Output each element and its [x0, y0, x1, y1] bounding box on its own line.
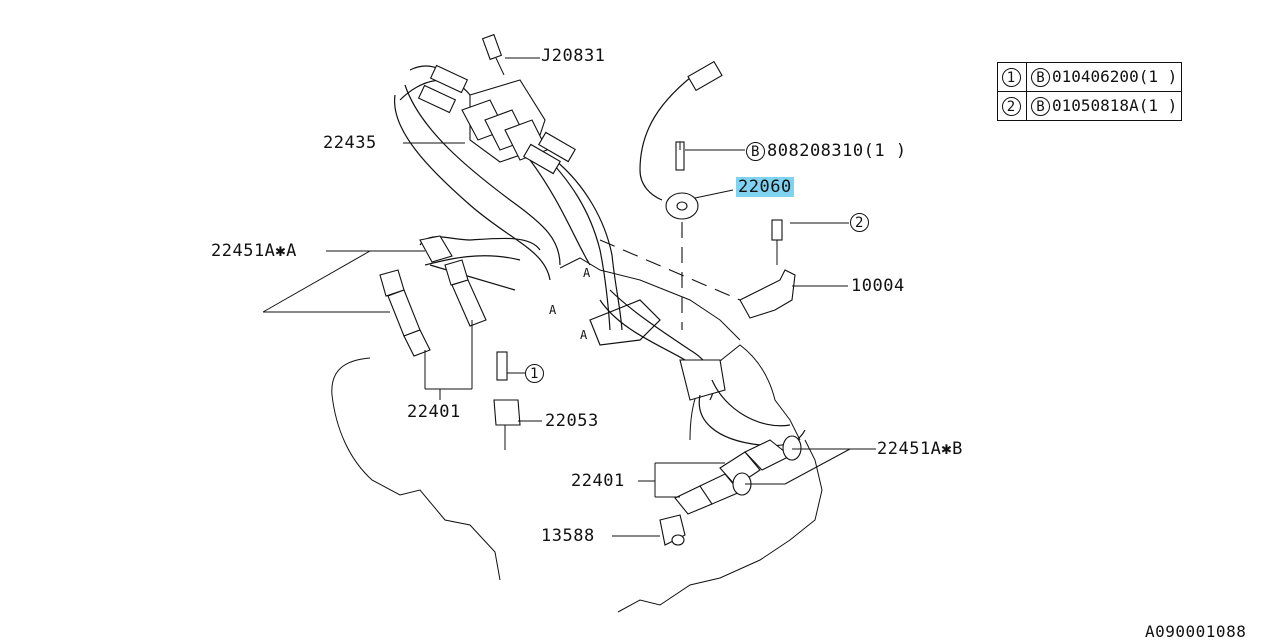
- label-22060[interactable]: 22060: [736, 177, 794, 197]
- left-harness: [419, 235, 541, 291]
- legend-code-1: 010406200(1 ): [1052, 67, 1178, 86]
- label-10004[interactable]: 10004: [851, 276, 905, 296]
- label-22451a-a[interactable]: 22451A✱A: [211, 241, 297, 261]
- leader-lines: [262, 57, 876, 537]
- ignition-coil-assembly: [394, 33, 623, 331]
- knock-sensor-assembly: [639, 60, 723, 330]
- view-mark-a-3: A: [580, 328, 588, 342]
- view-mark-a-1: A: [583, 266, 591, 280]
- legend-num-1-icon: 1: [1001, 68, 1021, 87]
- sensor-22053: [493, 351, 521, 450]
- sensor-13588: [659, 514, 686, 546]
- legend-code-2: 01050818A(1 ): [1052, 96, 1178, 115]
- legend-b-mark-icon: B: [1031, 68, 1050, 87]
- legend-num-2-icon: 2: [1001, 97, 1021, 116]
- center-harness: [589, 289, 806, 447]
- label-22053[interactable]: 22053: [545, 411, 599, 431]
- legend-b-mark-icon: B: [1031, 97, 1050, 116]
- engine-outline: [331, 257, 823, 613]
- b-mark-icon: B: [746, 141, 765, 161]
- ref-2-icon: 2: [850, 212, 869, 232]
- ref-circle-1[interactable]: 1: [525, 363, 546, 383]
- ref-circle-2[interactable]: 2: [850, 212, 871, 232]
- injector-right-group: [674, 435, 802, 515]
- injector-left-a: [379, 269, 431, 357]
- label-22451a-b[interactable]: 22451A✱B: [877, 439, 963, 459]
- injector-left-b: [444, 259, 487, 327]
- ref-1-icon: 1: [525, 363, 544, 383]
- bracket-10004: [599, 219, 796, 319]
- label-808208310-text: 808208310(1 ): [767, 141, 907, 161]
- label-22401-right[interactable]: 22401: [571, 471, 625, 491]
- label-13588[interactable]: 13588: [541, 526, 595, 546]
- label-22060-text: 22060: [736, 177, 794, 197]
- label-22435[interactable]: 22435: [323, 133, 377, 153]
- drawing-code: A090001088: [1145, 622, 1247, 641]
- label-22401-left[interactable]: 22401: [407, 402, 461, 422]
- label-j20831[interactable]: J20831: [541, 46, 606, 66]
- view-mark-a-2: A: [549, 303, 557, 317]
